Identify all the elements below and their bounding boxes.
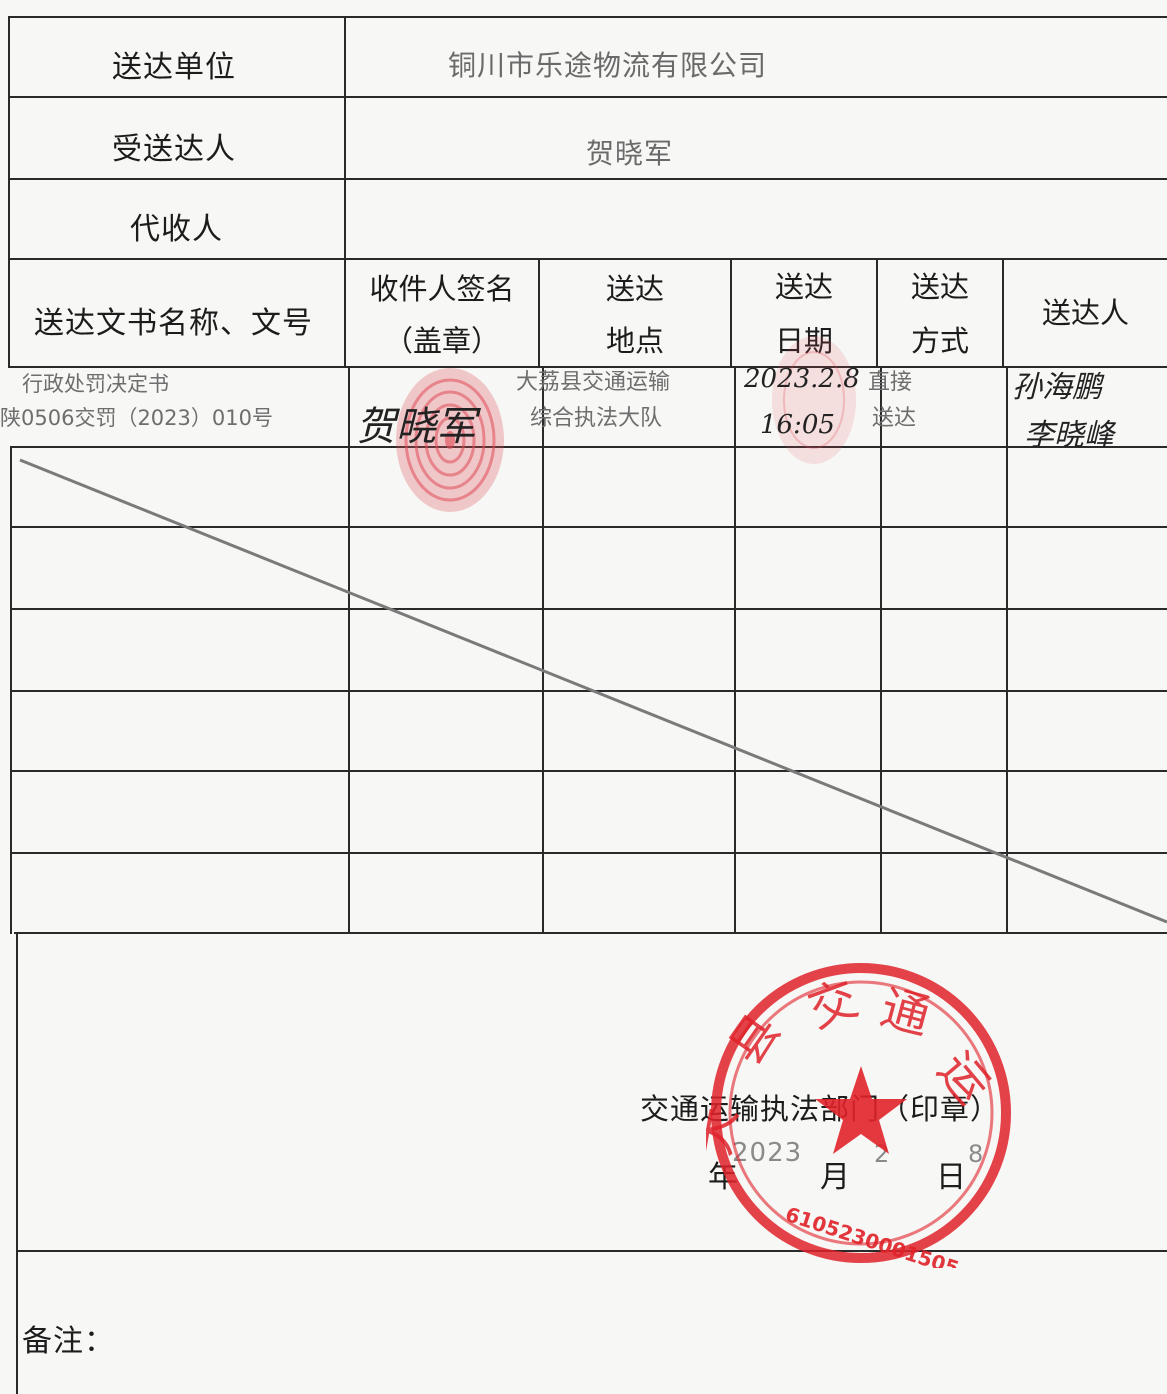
month-label: 月 (820, 1160, 851, 1195)
rule (538, 258, 540, 368)
rule (12, 852, 1167, 854)
signature-header-line1: 收件人签名 (369, 272, 515, 306)
rule (8, 16, 10, 368)
server-header: 送达人 (1041, 296, 1129, 330)
department-seal-text: 交通运输执法部门（印章） (640, 1092, 1001, 1126)
rule (876, 258, 878, 368)
rule (1006, 366, 1008, 934)
rule (344, 16, 346, 368)
rule (10, 446, 1167, 448)
rule (10, 446, 12, 934)
entry-method-line1: 直接 (868, 370, 913, 395)
entry-time: 16:05 (760, 410, 835, 440)
method-header-line2: 方式 (910, 324, 969, 358)
server-signature-1: 孙海鹏 (1012, 370, 1102, 405)
rule (880, 366, 882, 934)
agent-label: 代收人 (130, 212, 223, 247)
entry-doc-title: 行政处罚决定书 (22, 372, 169, 396)
day-label: 日 (936, 1160, 967, 1195)
date-fingerprint-smudge (772, 336, 856, 464)
entry-place-line2: 综合执法大队 (530, 406, 663, 431)
entry-doc-number: 陕0506交罚（2023）010号 (0, 406, 273, 430)
server-signature-2: 李晓峰 (1024, 418, 1114, 453)
recipient-value: 贺晓军 (586, 137, 674, 170)
signature-header-line2: （盖章） (383, 324, 500, 358)
method-header-line1: 送达 (910, 270, 969, 304)
rule (8, 366, 1167, 368)
place-header-line1: 送达 (605, 272, 664, 306)
unit-label: 送达单位 (112, 50, 236, 85)
rule (10, 608, 1167, 610)
date-header-line1: 送达 (774, 270, 833, 304)
rule (734, 366, 736, 934)
entry-date: 2023.2.8 (744, 364, 860, 394)
rule (542, 366, 544, 934)
recipient-signature: 贺晓军 (356, 404, 476, 450)
rule (18, 1250, 1167, 1252)
year-value: 2023 (732, 1138, 803, 1168)
rule (10, 526, 1167, 528)
svg-text:通: 通 (875, 979, 936, 1046)
date-header-line2: 日期 (774, 324, 833, 358)
rule (10, 690, 1167, 692)
rule (8, 16, 1167, 18)
rule (1002, 258, 1004, 368)
rule (8, 258, 1167, 260)
rule (8, 96, 1167, 98)
doc-name-header: 送达文书名称、文号 (34, 306, 313, 341)
place-header-line2: 地点 (605, 324, 664, 358)
fingerprint-mark (396, 368, 504, 512)
rule (348, 366, 350, 934)
remarks-label: 备注： (22, 1324, 115, 1359)
official-seal-stamp: 交 通 运 县 大 6105230001505 (706, 963, 1011, 1268)
entry-place-line1: 大荔县交通运输 (516, 370, 671, 395)
svg-text:大: 大 (706, 1103, 748, 1160)
entry-method-line2: 送达 (872, 406, 917, 431)
rule (730, 258, 732, 368)
rule (12, 770, 1167, 772)
rule (8, 178, 1167, 180)
recipient-label: 受送达人 (112, 132, 236, 167)
unit-value: 铜川市乐途物流有限公司 (448, 49, 768, 82)
rule (14, 932, 1167, 934)
day-value: 8 (968, 1140, 985, 1168)
rule (16, 932, 18, 1394)
